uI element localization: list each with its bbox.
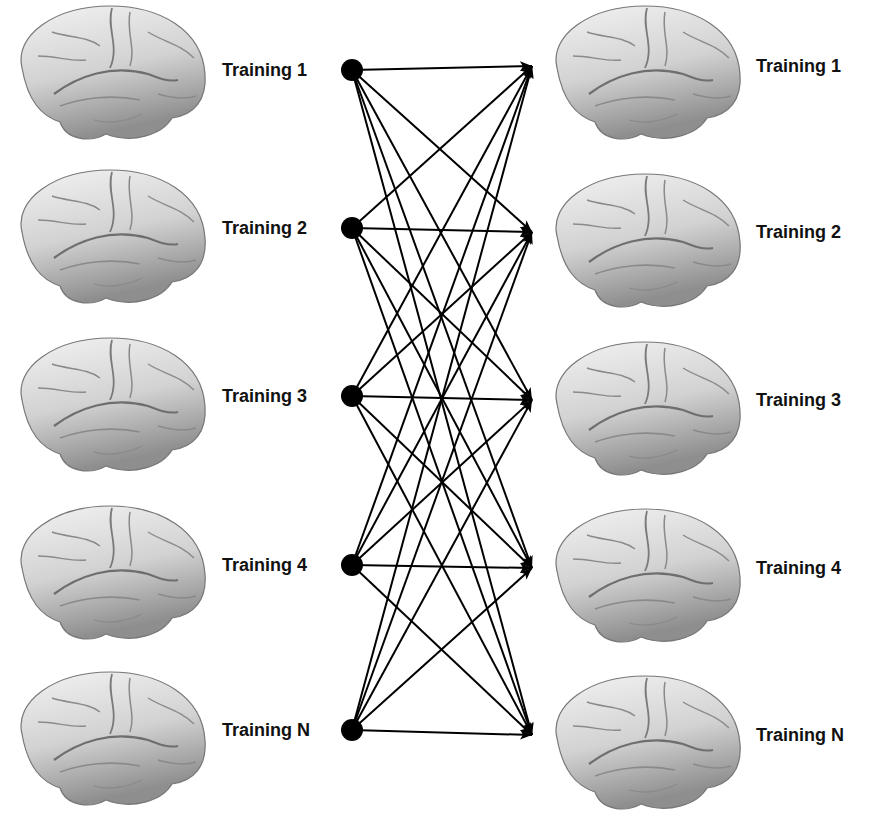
arrow-connector [352,66,532,565]
label-text: Training 2 [756,221,841,243]
arrow-connector [352,66,532,396]
training-label: Training 1 [218,55,352,85]
training-label: Training 4 [532,553,845,583]
arrow-connector [352,232,532,730]
arrow-connector [352,70,532,232]
label-text: Training 3 [756,389,841,411]
label-text: Training 1 [222,59,307,81]
training-label: Training N [532,720,848,750]
training-label: Training 4 [218,550,352,580]
arrow-connector [352,568,532,730]
arrow-connector [352,70,532,735]
arrow-connector [352,66,532,730]
training-label: Training 3 [532,385,845,415]
label-text: Training 4 [222,554,307,576]
source-dot [341,554,363,576]
training-label: Training 2 [218,213,352,243]
arrow-connector [352,565,532,735]
training-label: Training 3 [218,381,352,411]
arrow-connector [352,70,532,568]
arrow-connector [352,66,532,228]
arrow-connector [352,70,532,400]
arrow-connector [352,228,532,735]
label-text: Training N [756,724,844,746]
source-dot [341,59,363,81]
arrow-connector [352,730,532,735]
training-label: Training 2 [532,217,845,247]
training-label: Training N [218,715,352,745]
source-dot [341,385,363,407]
arrow-connector [352,400,532,730]
training-label: Training 1 [532,51,845,81]
label-text: Training 3 [222,385,307,407]
arrow-connector [352,66,532,70]
label-text: Training 1 [756,55,841,77]
label-text: Training 2 [222,217,307,239]
source-dot [341,217,363,239]
arrow-connector [352,396,532,735]
source-dot [341,719,363,741]
label-text: Training N [222,719,310,741]
label-text: Training 4 [756,557,841,579]
